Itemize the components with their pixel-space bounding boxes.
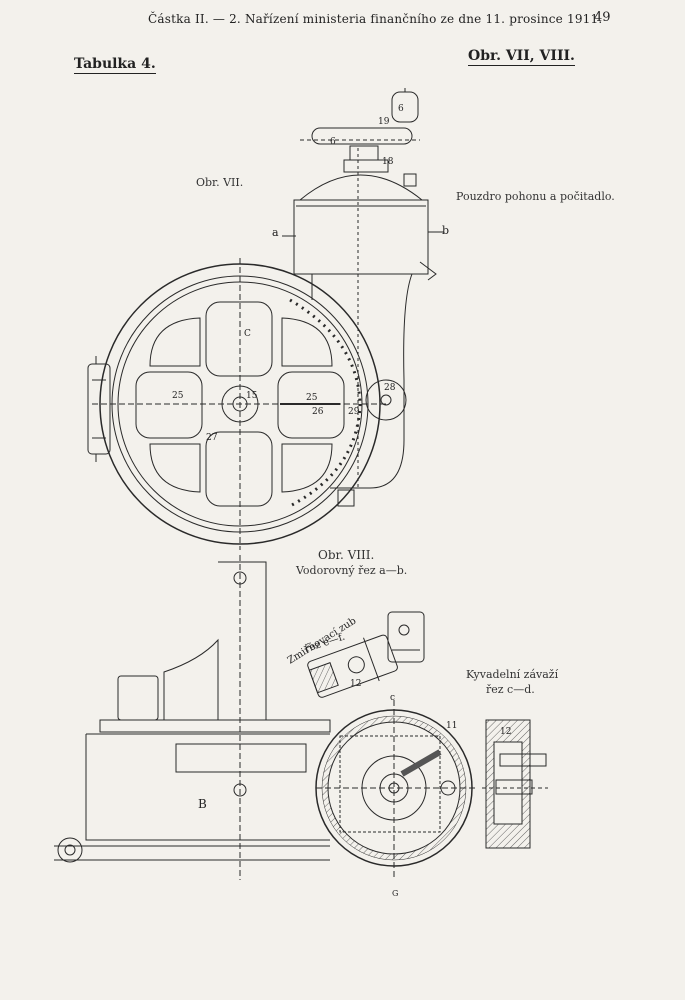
pendulum-cut-label: řez c—d. xyxy=(486,683,535,696)
fig8-label-c: c xyxy=(390,693,395,703)
detail-tooth xyxy=(307,634,398,698)
pendulum-weight xyxy=(482,719,548,849)
fig7-label-a: a xyxy=(272,226,279,239)
fig7-label-26: 26 xyxy=(312,407,324,417)
fig7-label-b: b xyxy=(442,224,449,237)
fig7-caption: Pouzdro pohonu a počitadlo. xyxy=(456,190,615,203)
fig7-label-15: 15 xyxy=(246,391,258,401)
crank-knob xyxy=(391,91,419,123)
fig7-label-6b: 6 xyxy=(330,137,336,147)
pendulum-label: Kyvadelní závaží xyxy=(466,668,559,681)
page-number: 49 xyxy=(594,10,611,25)
fig7-label-28: 28 xyxy=(384,383,396,393)
fig8-title: Obr. VIII. xyxy=(318,548,375,562)
latch xyxy=(87,363,111,455)
fig8-subtitle: Vodorovný řez a—b. xyxy=(296,564,408,577)
fig7-label-6: 6 xyxy=(398,104,404,114)
fig8-label-12b: 12 xyxy=(500,727,511,737)
housing-dome xyxy=(299,174,423,201)
fig8-label-b: B xyxy=(198,797,207,811)
detail-small xyxy=(387,611,425,663)
fig7-label-25b: 25 xyxy=(306,393,318,403)
fig7-title: Obr. VII. xyxy=(196,176,244,189)
base-frame xyxy=(85,733,330,841)
crank-arm xyxy=(311,127,413,145)
fig7-drawing xyxy=(87,88,444,550)
figures-label: Obr. VII, VIII. xyxy=(468,48,575,66)
fig7-label-19: 19 xyxy=(378,117,390,127)
fig8-label-g: G xyxy=(392,889,398,898)
fig7-label-27: 27 xyxy=(206,433,218,443)
housing-cylinder xyxy=(293,199,429,275)
fig7-label-c: C xyxy=(244,329,251,339)
table-label: Tabulka 4. xyxy=(74,56,156,74)
fig7-label-29: 29 xyxy=(348,407,360,417)
fig8-label-12: 12 xyxy=(350,679,361,689)
fig7-label-18: 18 xyxy=(382,157,394,167)
drive-bushing xyxy=(365,379,407,421)
support-post xyxy=(163,561,267,721)
running-head: Částka II. — 2. Nařízení ministeria fina… xyxy=(148,12,603,26)
fig8-drawing xyxy=(54,555,548,880)
fig7-label-25a: 25 xyxy=(172,391,184,401)
fig8-label-11: 11 xyxy=(446,721,457,731)
